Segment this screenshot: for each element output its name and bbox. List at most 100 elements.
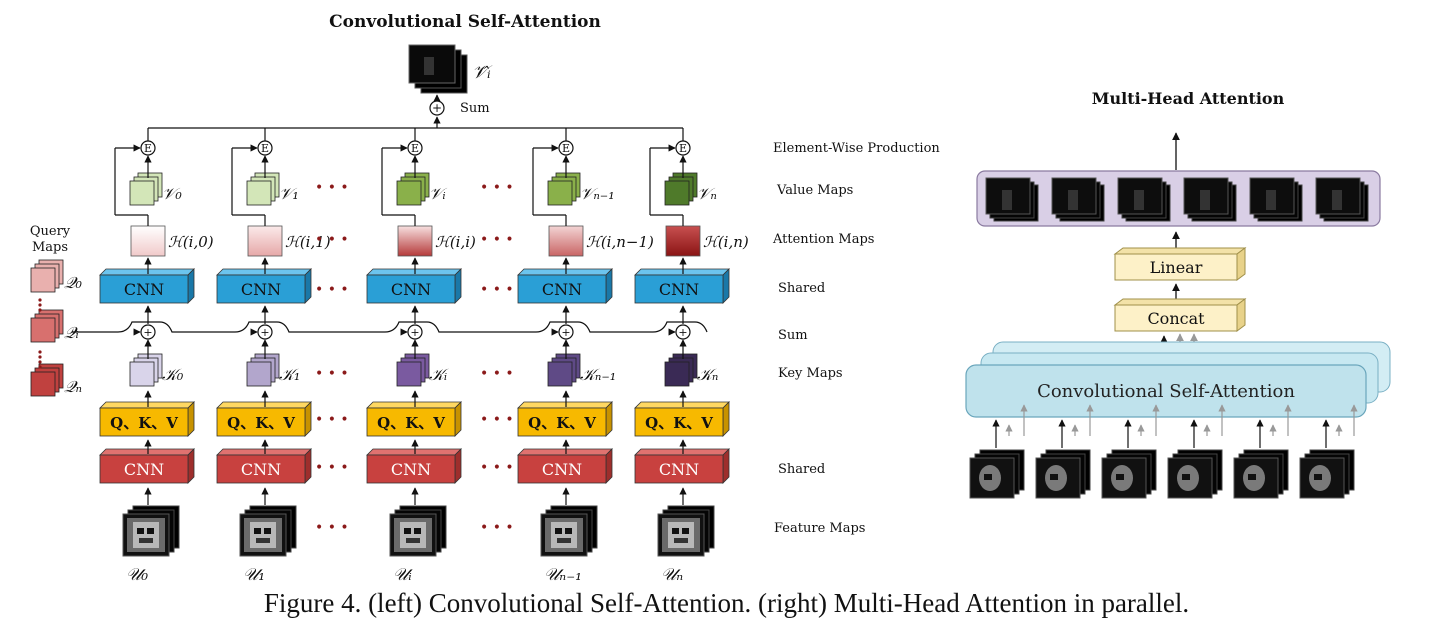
- attention-label-2: ℋ(i,i): [435, 233, 476, 251]
- cnn-blue-label-0: CNN: [124, 280, 164, 299]
- cnn-red-label-3: CNN: [542, 460, 582, 479]
- panel-value-map-2: [1117, 177, 1171, 222]
- query-map-2: [30, 363, 64, 397]
- figure-caption: Figure 4. (left) Convolutional Self-Atte…: [263, 588, 1190, 618]
- ellipsis-1-1: • • •: [480, 232, 514, 248]
- query-dot-1: [38, 360, 42, 364]
- key-label-1: 𝒦₁: [279, 365, 300, 384]
- key-label-0: 𝒦₀: [162, 365, 184, 384]
- query-routing: [72, 321, 708, 336]
- key-map-0: [129, 353, 163, 387]
- ellipsis-4-1: • • •: [480, 412, 514, 428]
- sum-node-4-symbol: +: [678, 326, 687, 339]
- key-map-2: [396, 353, 430, 387]
- row-label-value: Value Maps: [776, 183, 853, 198]
- elementwise-node-1-symbol: E: [261, 142, 269, 155]
- input-map-3: [1167, 449, 1223, 499]
- cnn-red-label-4: CNN: [659, 460, 699, 479]
- output-sum-plus: +: [432, 101, 442, 115]
- cnn-red-3: [517, 448, 613, 484]
- concat-box: Concat: [1113, 298, 1247, 332]
- value-label-2: 𝒱ᵢ: [429, 184, 448, 203]
- attention-map-2: [397, 225, 433, 257]
- elementwise-node-0: E: [140, 140, 156, 156]
- qkv-label-3: Q、K、V: [528, 414, 596, 432]
- feature-map-0: [122, 505, 180, 557]
- elementwise-node-2-symbol: E: [411, 142, 419, 155]
- cnn-blue-3: [517, 268, 613, 304]
- qkv-box-0: [99, 401, 195, 437]
- attention-map-4: [665, 225, 701, 257]
- query-label-1: 𝒬ᵢ: [64, 323, 79, 342]
- input-map-1: [1035, 449, 1091, 499]
- panel-value-map-4: [1249, 177, 1303, 222]
- row-label-attention: Attention Maps: [772, 232, 874, 247]
- query-dot-0: [38, 303, 42, 307]
- qkv-label-2: Q、K、V: [377, 414, 445, 432]
- qkv-box-1: [216, 401, 312, 437]
- attention-label-0: ℋ(i,0): [168, 233, 214, 251]
- elementwise-node-3: E: [558, 140, 574, 156]
- panel-value-map-3: [1183, 177, 1237, 222]
- attention-label-3: ℋ(i,n−1): [586, 233, 654, 251]
- qkv-box-4: [634, 401, 730, 437]
- query-dot-0: [38, 298, 42, 302]
- cnn-red-label-2: CNN: [391, 460, 431, 479]
- row-label-shared-top: Shared: [778, 281, 825, 296]
- panel-value-map-1: [1051, 177, 1105, 222]
- sum-node-2: +: [407, 324, 423, 340]
- cnn-blue-4: [634, 268, 730, 304]
- feature-label-1: 𝒰₁: [243, 565, 265, 585]
- elementwise-node-4: E: [675, 140, 691, 156]
- feature-label-3: 𝒰ₙ₋₁: [544, 565, 582, 585]
- ellipsis-5-0: • • •: [315, 460, 349, 476]
- ellipsis-3-0: • • •: [315, 366, 349, 382]
- query-title-line1: Query: [30, 224, 71, 239]
- elementwise-node-4-symbol: E: [679, 142, 687, 155]
- row-label-shared-bottom: Shared: [778, 462, 825, 477]
- value-map-3: [547, 172, 581, 206]
- ellipsis-2-1: • • •: [480, 282, 514, 298]
- diagram-canvas: Convolutional Self-Attention Multi-Head …: [30, 12, 1391, 585]
- sum-node-1-symbol: +: [260, 326, 269, 339]
- cnn-red-1: [216, 448, 312, 484]
- ellipsis-0-0: • • •: [315, 180, 349, 196]
- ellipsis-6-0: • • •: [315, 520, 349, 536]
- cnn-blue-label-4: CNN: [659, 280, 699, 299]
- elementwise-node-1: E: [257, 140, 273, 156]
- value-map-4: [664, 172, 698, 206]
- cnn-red-label-1: CNN: [241, 460, 281, 479]
- feature-map-2: [389, 505, 447, 557]
- row-label-elementwise: Element-Wise Production: [773, 141, 940, 156]
- feature-map-3: [540, 505, 598, 557]
- input-map-2: [1101, 449, 1157, 499]
- query-map-1: [30, 309, 64, 343]
- key-map-1: [246, 353, 280, 387]
- attention-label-4: ℋ(i,n): [703, 233, 749, 251]
- query-dot-1: [38, 365, 42, 369]
- qkv-label-1: Q、K、V: [227, 414, 295, 432]
- elementwise-node-0-symbol: E: [144, 142, 152, 155]
- cnn-red-2: [366, 448, 462, 484]
- query-label-2: 𝒬ₙ: [64, 377, 82, 396]
- key-label-4: 𝒦ₙ: [697, 365, 718, 384]
- value-label-1: 𝒱₁: [279, 184, 299, 203]
- row-label-key: Key Maps: [778, 366, 843, 381]
- query-label-0: 𝒬₀: [64, 273, 82, 292]
- cnn-blue-1: [216, 268, 312, 304]
- attention-map-1: [247, 225, 283, 257]
- feature-map-1: [239, 505, 297, 557]
- concat-label: Concat: [1147, 309, 1205, 328]
- query-title-line2: Maps: [32, 240, 68, 255]
- ellipsis-5-1: • • •: [480, 460, 514, 476]
- sum-node-1: +: [257, 324, 273, 340]
- query-dot-1: [38, 350, 42, 354]
- ellipsis-6-1: • • •: [480, 520, 514, 536]
- linear-label: Linear: [1150, 258, 1203, 277]
- feature-label-2: 𝒰ᵢ: [393, 565, 413, 585]
